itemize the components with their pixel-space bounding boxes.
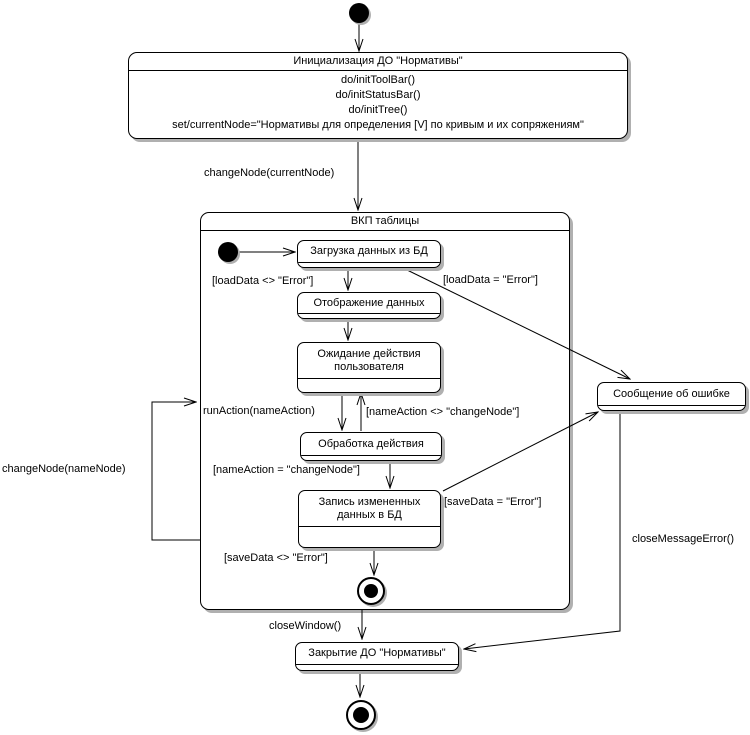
final-state-dot: [353, 707, 369, 723]
label-action-change-node: [nameAction = "changeNode"]: [213, 464, 360, 476]
state-initialization: Инициализация ДО "Нормативы" do/initTool…: [128, 52, 628, 139]
state-footer: [298, 262, 440, 267]
state-footer: [298, 313, 440, 318]
state-save-data: Запись измененных данных в БД: [298, 490, 441, 548]
label-close-message-error: closeMessageError(): [632, 533, 735, 545]
state-footer: [598, 405, 745, 410]
state-process-action: Обработка действия: [300, 432, 442, 461]
state-load-data: Загрузка данных из БД: [297, 240, 441, 268]
state-display-data: Отображение данных: [297, 292, 441, 319]
label-change-current-node: changeNode(currentNode): [204, 167, 335, 179]
label-save-error: [saveData = "Error"]: [444, 496, 542, 508]
label-action-not-change-node: [nameAction <> "changeNode"]: [366, 406, 520, 418]
composite-state-title: ВКП таблицы: [201, 213, 569, 231]
initial-state-inner: [218, 242, 238, 262]
state-initialization-actions: do/initToolBar() do/initStatusBar() do/i…: [129, 71, 627, 133]
label-load-ok: [loadData <> "Error"]: [212, 275, 314, 287]
transition-composite-self-loop: [151, 402, 200, 541]
state-footer: [299, 526, 440, 547]
initial-state-top: [349, 3, 369, 23]
label-change-name-node: changeNode(nameNode): [2, 463, 126, 475]
final-state-inner: [357, 577, 385, 605]
state-error-message: Сообщение об ошибке: [597, 382, 746, 411]
action-init-tree: do/initTree(): [348, 104, 408, 116]
label-close-window: closeWindow(): [269, 620, 342, 632]
state-footer: [296, 664, 458, 670]
final-state-bottom: [346, 700, 376, 730]
action-init-toolbar: do/initToolBar(): [341, 74, 415, 86]
state-footer: [301, 455, 441, 460]
state-close-do: Закрытие ДО "Нормативы": [295, 642, 459, 671]
action-set-current-node: set/currentNode="Нормативы для определен…: [172, 119, 584, 131]
state-wait-user-action: Ожидание действия пользователя: [297, 342, 441, 393]
action-init-statusbar: do/initStatusBar(): [335, 89, 421, 101]
label-load-error: [loadData = "Error"]: [443, 274, 538, 286]
label-run-action: runAction(nameAction): [203, 405, 315, 417]
label-save-ok: [saveData <> "Error"]: [224, 552, 328, 564]
state-footer: [298, 378, 440, 392]
final-state-dot: [364, 584, 378, 598]
state-initialization-title: Инициализация ДО "Нормативы": [129, 53, 627, 71]
